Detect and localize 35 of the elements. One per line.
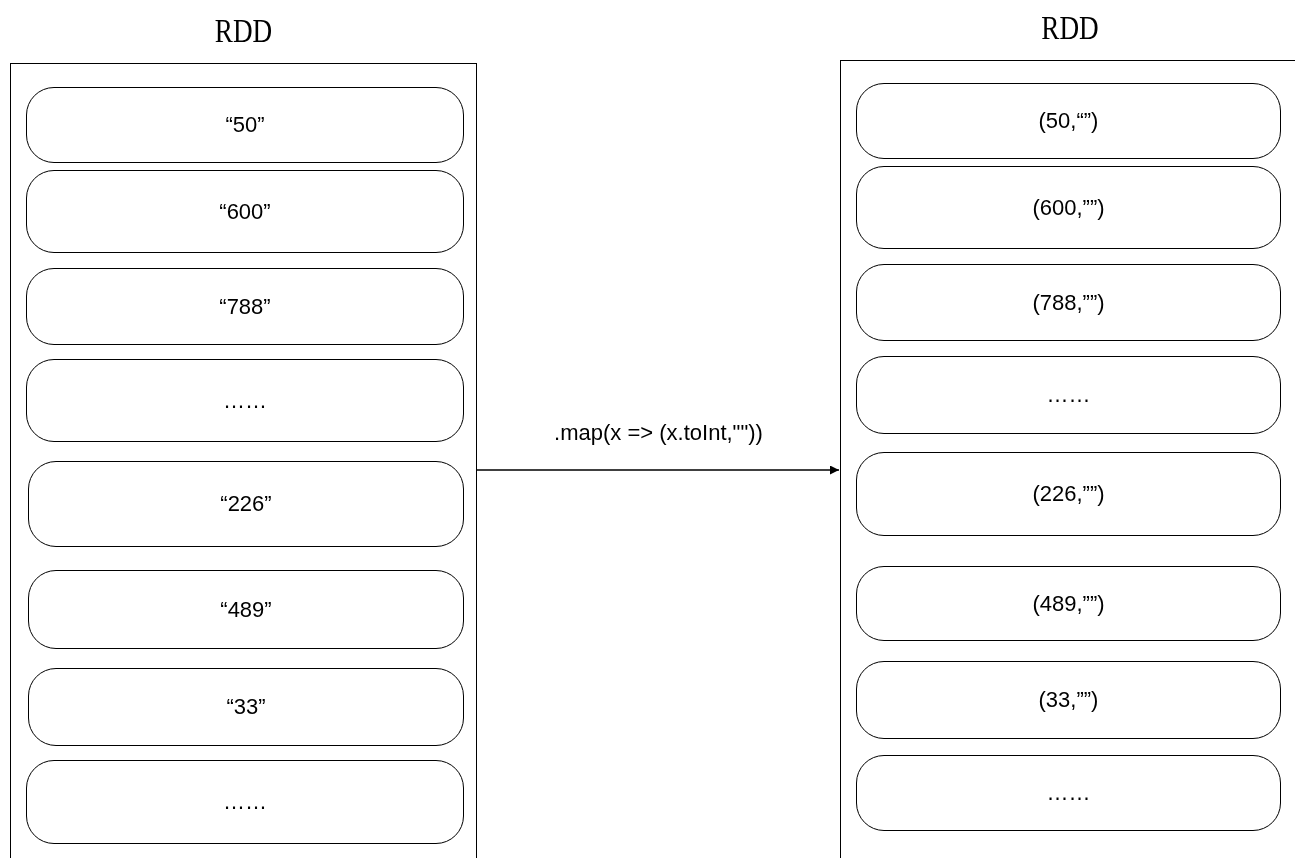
element-box [26,87,464,163]
rdd-title: RDD [1040,9,1100,47]
element-value: “226” [220,491,272,517]
element-value: …… [223,789,267,815]
element-value: “788” [219,293,271,320]
element-box [856,755,1281,831]
element-value: “600” [219,198,271,225]
element-value: (50,“”) [1038,108,1099,134]
element-value: (489,””) [1032,590,1105,617]
rdd-title: RDD [213,12,274,50]
element-box [856,452,1281,536]
element-value: …… [1046,780,1091,806]
element-value: “50” [225,112,265,138]
element-box [856,166,1281,249]
element-box [26,170,464,253]
element-box [28,668,464,746]
element-box [26,760,464,844]
element-value: “33” [226,694,266,720]
element-box [26,268,464,345]
element-value: …… [1046,382,1091,408]
element-box [26,359,464,442]
element-box [856,264,1281,341]
element-box [856,356,1281,434]
element-value: (600,””) [1032,194,1105,221]
arrow [476,465,840,475]
element-value: (33,””) [1038,687,1099,713]
element-value: …… [223,387,267,414]
element-box [856,566,1281,641]
element-box [28,461,464,547]
element-box [28,570,464,649]
element-value: (226,””) [1032,481,1105,507]
element-box [856,661,1281,739]
element-box [856,83,1281,159]
element-value: “489” [220,596,272,623]
element-value: (788,””) [1032,289,1105,316]
